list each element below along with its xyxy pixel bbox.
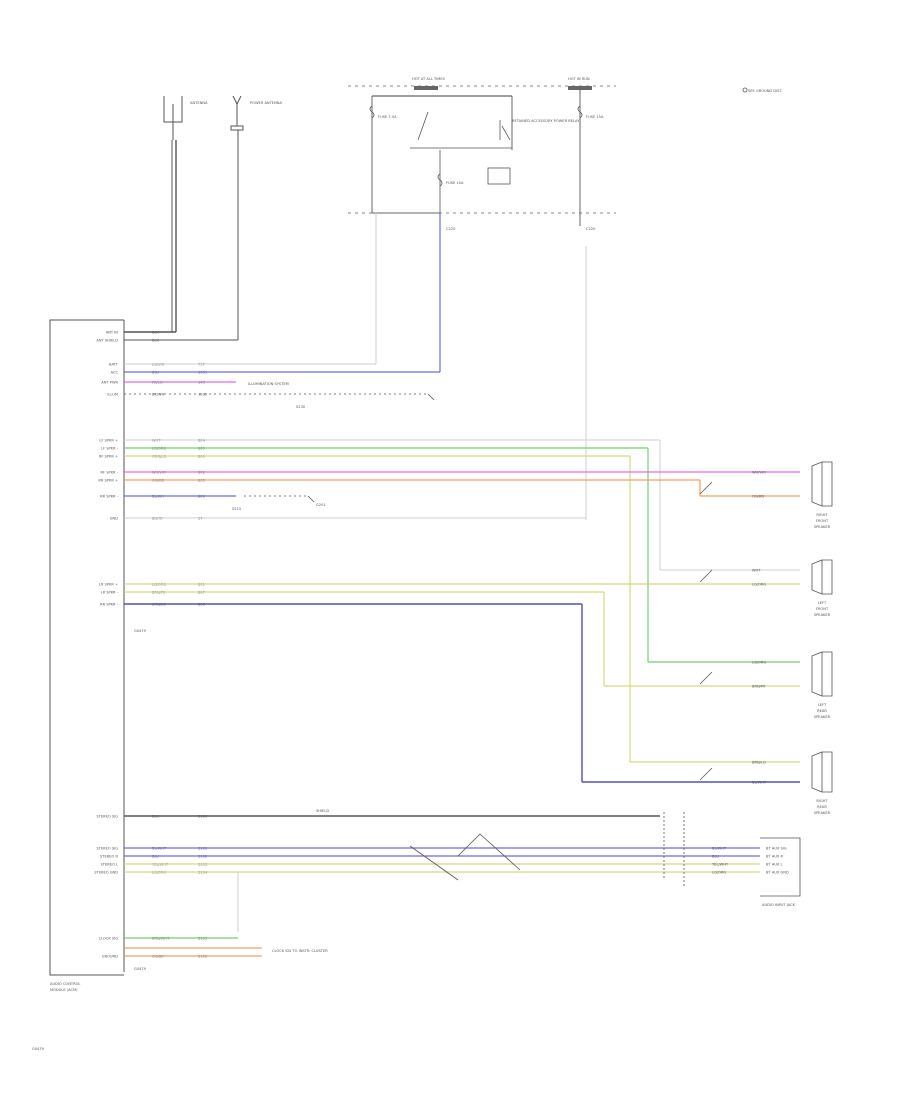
speaker-label: SPEAKER (814, 525, 831, 529)
speaker-label: SPEAKER (814, 715, 831, 719)
pin-name: STEREO R (100, 855, 118, 859)
illum-note: ILLUMINATION SYSTEM (248, 382, 289, 386)
input-jack-title: AUDIO INPUT JACK (762, 903, 796, 907)
speaker-label: SPEAKER (814, 613, 831, 617)
speaker-icon (699, 559, 833, 595)
pin-name: RR SPKR - (100, 495, 119, 499)
pin-name: GND (110, 517, 118, 521)
speaker-wire-b: OG/RD (752, 495, 764, 499)
gnd-note: G201 (316, 503, 326, 507)
power-antenna-symbol (230, 95, 244, 131)
pin-name: LR SPKR + (99, 583, 118, 587)
pin-name: CLOCK SIG (99, 937, 119, 941)
speaker-label: LEFT (818, 703, 827, 707)
pin-name: RR SPKR - (100, 603, 119, 607)
c-code: G0479 (134, 629, 147, 633)
jack-wire: BLU (712, 855, 719, 859)
fuse-c-label: FUSE 10A (446, 181, 464, 185)
twisted-pair-icon (409, 833, 521, 881)
pin-name: STEREO SIG (96, 815, 118, 819)
fuse-a-label: FUSE 7.5A (378, 115, 397, 119)
pin-name: ILLUM (107, 393, 118, 397)
speaker-wire-a: WH/VIO (752, 471, 766, 475)
shield-label: SHIELD (316, 809, 329, 813)
gnd-splice: S215 (232, 507, 241, 511)
jack-wire: YEL/WHT (712, 863, 729, 867)
speaker-label: RIGHT (816, 799, 828, 803)
speaker-label: REAR (817, 709, 827, 713)
pin-name: ANT PWR (101, 381, 118, 385)
junction-right: C220 (586, 227, 596, 231)
pin-wire-color: BK/WH (152, 393, 165, 397)
page-code: G0479 (32, 1047, 45, 1051)
antenna-label: ANTENNA (190, 101, 208, 105)
pin-name: RF SPKR - (101, 471, 119, 475)
power-antenna-label: POWER ANTENNA (250, 101, 282, 105)
jack-pin: BT AUX GND (766, 871, 789, 875)
speaker-label: SPEAKER (814, 811, 831, 815)
speaker-wire-b: BL/WHT (752, 781, 767, 785)
fuse-icon (369, 105, 583, 187)
module-title-2: MODULE (ACM) (50, 988, 78, 992)
fuse-run-label: HOT IN RUN (568, 77, 590, 81)
pin-circuit: 1205 (198, 393, 207, 397)
speaker-wire-b: BRN/PK (752, 685, 766, 689)
jack-wire: LG/ORG (712, 871, 726, 875)
jack-pin: BT AUX R (766, 855, 783, 859)
speaker-wire-a: LG/ORG (752, 661, 766, 665)
speaker-wire-b: LG/ORG (752, 583, 766, 587)
speaker-label: LEFT (818, 601, 827, 605)
speaker-label: REAR (817, 805, 827, 809)
pin-name: LF SPKR - (101, 447, 119, 451)
fuse-hot-label: HOT AT ALL TIMES (412, 77, 446, 81)
module-title-1: AUDIO CONTROL (50, 982, 80, 986)
relay-label: RETAINED ACCESSORY POWER RELAY (512, 119, 580, 123)
pin-name: RF SPKR + (99, 455, 118, 459)
pin-name: GROUND (102, 955, 118, 959)
speaker-icon (699, 461, 833, 507)
pin-name: ANT IN (106, 331, 119, 335)
pin-name: STEREO L (101, 863, 119, 867)
fuse-b-label: FUSE 15A (586, 115, 604, 119)
speaker-label: FRONT (816, 519, 829, 523)
pin-name: STEREO SIG (96, 847, 118, 851)
speaker-icon (699, 651, 833, 697)
speaker-label: FRONT (816, 607, 829, 611)
pin-name: LF SPKR + (99, 439, 118, 443)
pin-name: RR SPKR + (98, 479, 118, 483)
speaker-wire-a: WHT (752, 569, 761, 573)
pin-group-input-jack: STEREO SIGBLK3100STEREO SIGBL/WHT3101STE… (94, 815, 208, 959)
antenna-symbol (163, 96, 183, 140)
input-jack-connector[interactable]: BL/WHT BT AUX SIG BLU BT AUX R YEL/WHT BT AUX… (712, 847, 789, 875)
speaker-wire-a: BRN/LG (752, 761, 766, 765)
pin-name: LR SPKR - (101, 591, 119, 595)
pin-group-rear-speakers: LR SPKR +LG/ORG801LR SPKR -BRN/PK807RR S… (99, 583, 206, 607)
illum-splice: S230 (296, 405, 306, 409)
pin-name: BATT (109, 363, 119, 367)
junction-left: C220 (446, 227, 456, 231)
module-footer-code: G0479 (134, 967, 147, 971)
jack-pin: BT AUX SIG (766, 847, 787, 851)
clock-note: CLOCK SIG TO INSTR. CLUSTER (272, 949, 328, 953)
speaker-label: RIGHT (816, 513, 828, 517)
pin-name: ACC (111, 371, 119, 375)
relay-icon (410, 111, 512, 213)
pin-name: ANT SHIELD (96, 339, 118, 343)
pin-name: STEREO GND (94, 871, 118, 875)
speaker-icon (699, 751, 833, 793)
speaker-group: WH/VIO OG/RD RIGHT FRONT SPEAKER WHT LG/ORG LEF… (699, 461, 833, 815)
jack-pin: BT AUX L (766, 863, 783, 867)
jack-wire: BL/WHT (712, 847, 727, 851)
ground-dist-label: SEE GROUND DIST. (748, 89, 782, 93)
